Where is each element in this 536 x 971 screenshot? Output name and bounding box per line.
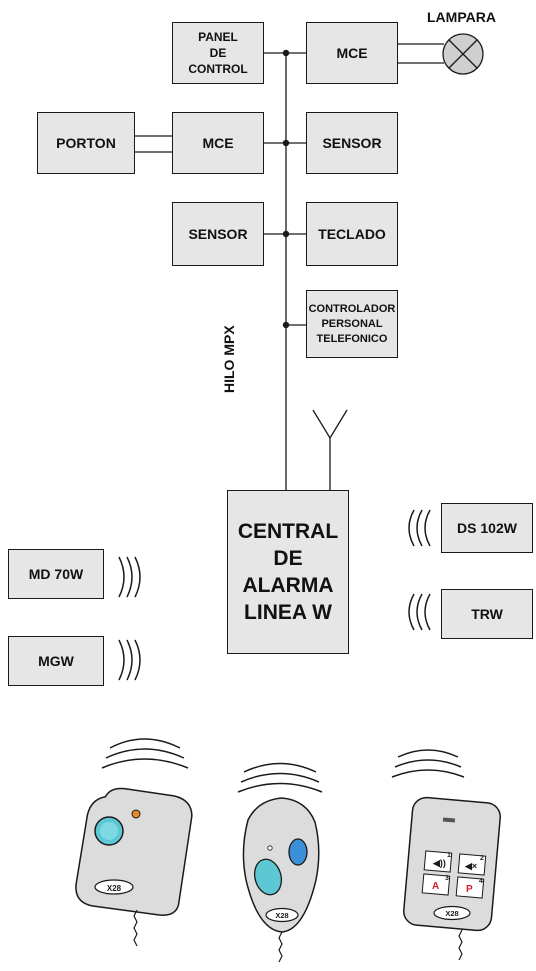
keychain-icon	[133, 909, 138, 947]
controlador-personal-telefonico-box: CONTROLADOR PERSONAL TELEFONICO	[306, 290, 398, 358]
svg-text:1: 1	[447, 852, 451, 859]
panel-de-control-box: PANEL DE CONTROL	[172, 22, 264, 84]
trw-box: TRW	[441, 589, 533, 639]
svg-text:X28: X28	[275, 911, 288, 920]
svg-text:4: 4	[479, 878, 483, 885]
svg-text:◀×: ◀×	[464, 861, 477, 871]
hilo-mpx-label: HILO MPX	[221, 325, 237, 393]
mce-lamp-box: MCE	[306, 22, 398, 84]
central-de-alarma-box: CENTRAL DE ALARMA LINEA W	[227, 490, 349, 654]
lampara-label: LAMPARA	[427, 9, 496, 25]
keychain-icon	[458, 929, 463, 961]
sensor-left-box: SENSOR	[172, 202, 264, 266]
wireless-waves-icon	[101, 509, 465, 793]
svg-text:◀)): ◀))	[432, 858, 446, 868]
svg-text:3: 3	[445, 875, 449, 882]
sensor-right-box: SENSOR	[306, 112, 398, 174]
svg-text:2: 2	[480, 855, 484, 862]
svg-text:A: A	[432, 881, 439, 892]
remote-control-icon: X28	[242, 797, 320, 933]
svg-text:X28: X28	[107, 884, 122, 893]
md70w-box: MD 70W	[8, 549, 104, 599]
remote-control-icon: ◀)) 1 ◀× 2 A 3 P 4 X28	[403, 796, 501, 932]
mce-porton-box: MCE	[172, 112, 264, 174]
svg-text:X28: X28	[445, 909, 458, 918]
lamp-icon	[442, 33, 484, 75]
keychain-icon	[278, 931, 283, 963]
svg-text:P: P	[466, 884, 473, 895]
porton-box: PORTON	[37, 112, 135, 174]
ds102w-box: DS 102W	[441, 503, 533, 553]
remote-control-icon: X28	[75, 787, 193, 916]
teclado-box: TECLADO	[306, 202, 398, 266]
mgw-box: MGW	[8, 636, 104, 686]
